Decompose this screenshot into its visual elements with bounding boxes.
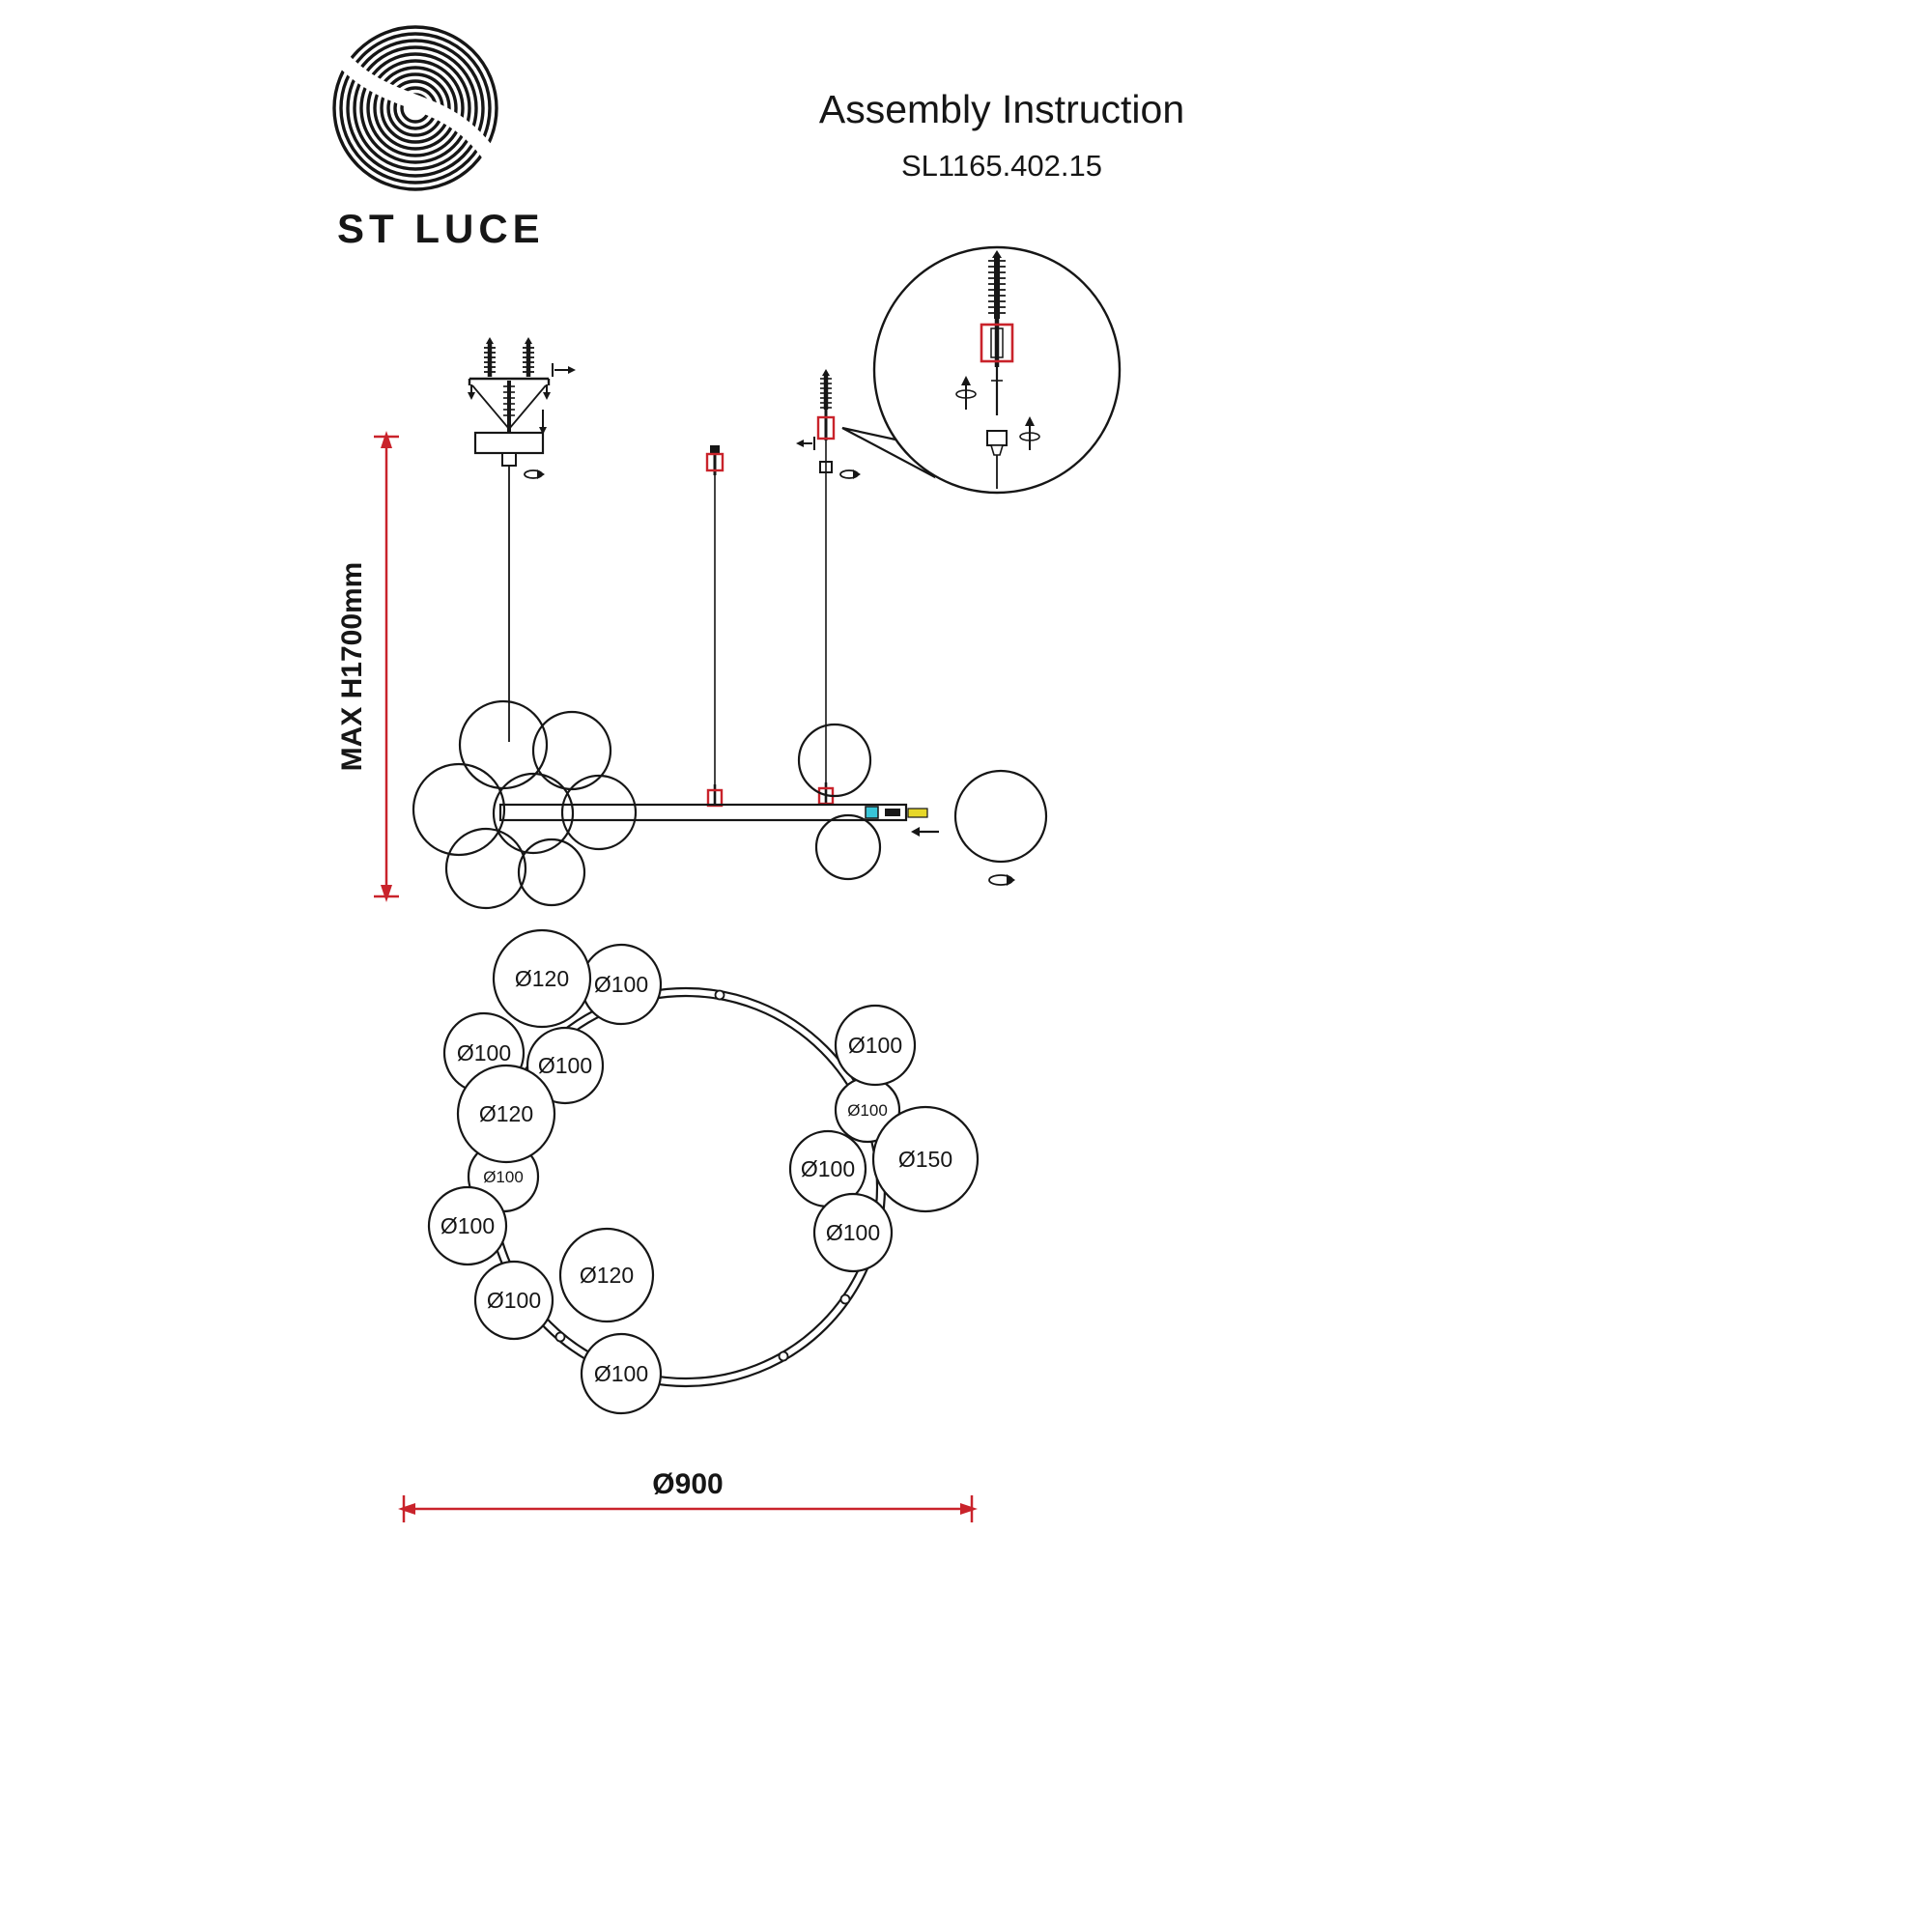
right-arrow-icon (552, 363, 576, 377)
detached-sphere (953, 769, 1048, 864)
bottom-view-sphere (427, 1185, 508, 1266)
detail-callout (841, 245, 1122, 495)
sphere-diameter-label: Ø100 (457, 1040, 511, 1065)
sphere-diameter-label: Ø100 (538, 1053, 592, 1078)
bottom-view-drawing: Ø100Ø120Ø100Ø100Ø100Ø120Ø100Ø100Ø120Ø100… (398, 928, 980, 1522)
sphere-diameter-label: Ø120 (580, 1263, 634, 1288)
canopy-assembly (468, 337, 576, 742)
page-title: Assembly Instruction (819, 87, 1184, 131)
ceiling-canopy (473, 431, 545, 455)
cable-gripper-highlight (705, 452, 724, 472)
sphere-diameter-label: Ø120 (479, 1101, 533, 1126)
bottom-view-spheres: Ø100Ø120Ø100Ø100Ø100Ø120Ø100Ø100Ø120Ø100… (427, 928, 980, 1415)
suspension-middle (705, 445, 724, 808)
bottom-view-sphere (456, 1064, 556, 1164)
bottom-view-sphere (834, 1004, 917, 1087)
rotate-up-arrow-icon (955, 376, 977, 410)
stluce-logo: ST LUCE (325, 25, 545, 251)
height-dimension: MAX H1700mm (336, 431, 399, 902)
logo-spiral-icon (332, 25, 498, 191)
rotate-up-arrow-icon (1019, 416, 1040, 450)
bottom-view-sphere (812, 1192, 894, 1273)
sphere-diameter-label: Ø100 (440, 1213, 495, 1238)
logo-swoosh (325, 41, 502, 170)
connector-yellow-part (907, 808, 928, 818)
bottom-view-sphere (580, 1332, 663, 1415)
gripper-highlight (980, 323, 1014, 363)
diameter-dimension-label: Ø900 (652, 1468, 723, 1500)
brand-text: ST LUCE (337, 206, 545, 251)
diameter-dimension: Ø900 (398, 1468, 978, 1522)
insert-arrow-icon (911, 827, 920, 837)
connector-black-part (885, 809, 900, 816)
screw-down-arrow-icon (468, 384, 551, 400)
side-view-drawing: MAX H1700mm (336, 337, 1048, 910)
sphere-diameter-label: Ø100 (594, 1361, 648, 1386)
sphere-diameter-label: Ø100 (487, 1288, 541, 1313)
sphere-diameter-label: Ø150 (898, 1147, 952, 1172)
left-arrow-icon (796, 437, 815, 450)
sphere-diameter-label: Ø100 (826, 1220, 880, 1245)
bottom-view-sphere (558, 1227, 655, 1323)
sphere-diameter-label: Ø100 (848, 1033, 902, 1058)
bottom-view-sphere (871, 1105, 980, 1213)
bottom-view-sphere (473, 1260, 554, 1341)
rotate-arrow-icon (988, 874, 1015, 886)
connector-cyan-part (865, 806, 879, 819)
sphere-diameter-label: Ø100 (594, 972, 648, 997)
bottom-view-sphere (526, 1026, 605, 1105)
rod-down-arrow-icon (539, 410, 547, 435)
rotate-arrow-icon (839, 469, 861, 479)
sphere-diameter-label: Ø100 (847, 1101, 888, 1120)
rotate-arrow-icon (524, 469, 545, 479)
sphere-diameter-label: Ø100 (801, 1156, 855, 1181)
side-view-spheres (412, 699, 882, 910)
sphere-diameter-label: Ø100 (483, 1168, 524, 1186)
model-number: SL1165.402.15 (901, 149, 1102, 183)
connector-parts (865, 769, 1048, 886)
height-dimension-label: MAX H1700mm (336, 562, 368, 772)
cable-gripper-highlight (816, 415, 836, 440)
sphere-diameter-label: Ø120 (515, 966, 569, 991)
bottom-view-sphere (492, 928, 592, 1029)
suspension-right (796, 369, 861, 806)
ring-bar (498, 803, 908, 822)
